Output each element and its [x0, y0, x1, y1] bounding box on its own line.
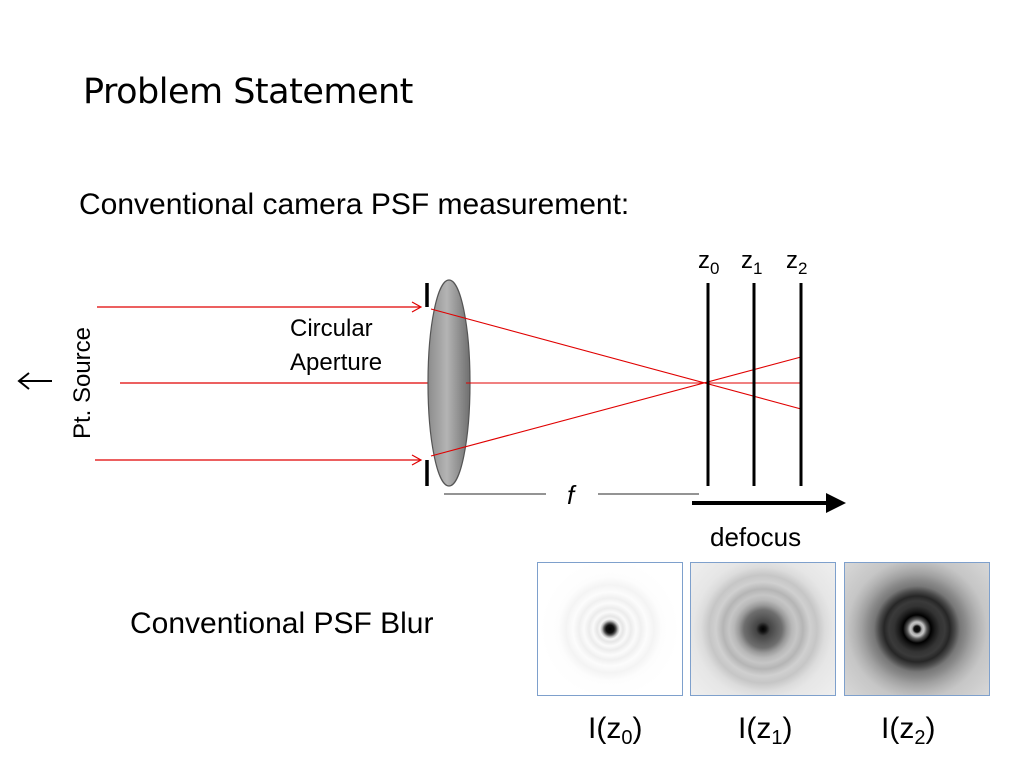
psf-caption-z1: I(z1): [738, 712, 793, 749]
slide-title: Problem Statement: [83, 72, 413, 112]
focal-length-label: f: [567, 480, 577, 510]
plane-label-z2: z2: [786, 247, 807, 278]
psf-image-z0: [537, 562, 683, 696]
defocus-arrow: [692, 493, 846, 513]
plane-label-z1: z1: [741, 247, 762, 278]
psf-caption-z0: I(z0): [588, 712, 643, 749]
source-arrow: [17, 372, 52, 390]
psf-blur-label: Conventional PSF Blur: [130, 607, 434, 640]
slide-subtitle: Conventional camera PSF measurement:: [79, 188, 630, 221]
aperture-label: Circular: [290, 315, 373, 342]
aperture-label-line2: Aperture: [290, 349, 382, 376]
incoming-rays: [95, 301, 430, 466]
psf-image-z2: [844, 562, 990, 696]
refracted-rays: [430, 308, 802, 457]
plane-label-z0: z0: [698, 247, 719, 278]
sensor-planes: [706, 283, 803, 486]
psf-image-z1: [690, 562, 836, 696]
defocus-label: defocus: [710, 522, 801, 552]
psf-caption-z2: I(z2): [881, 712, 936, 749]
source-label: Pt. Source: [69, 327, 96, 439]
